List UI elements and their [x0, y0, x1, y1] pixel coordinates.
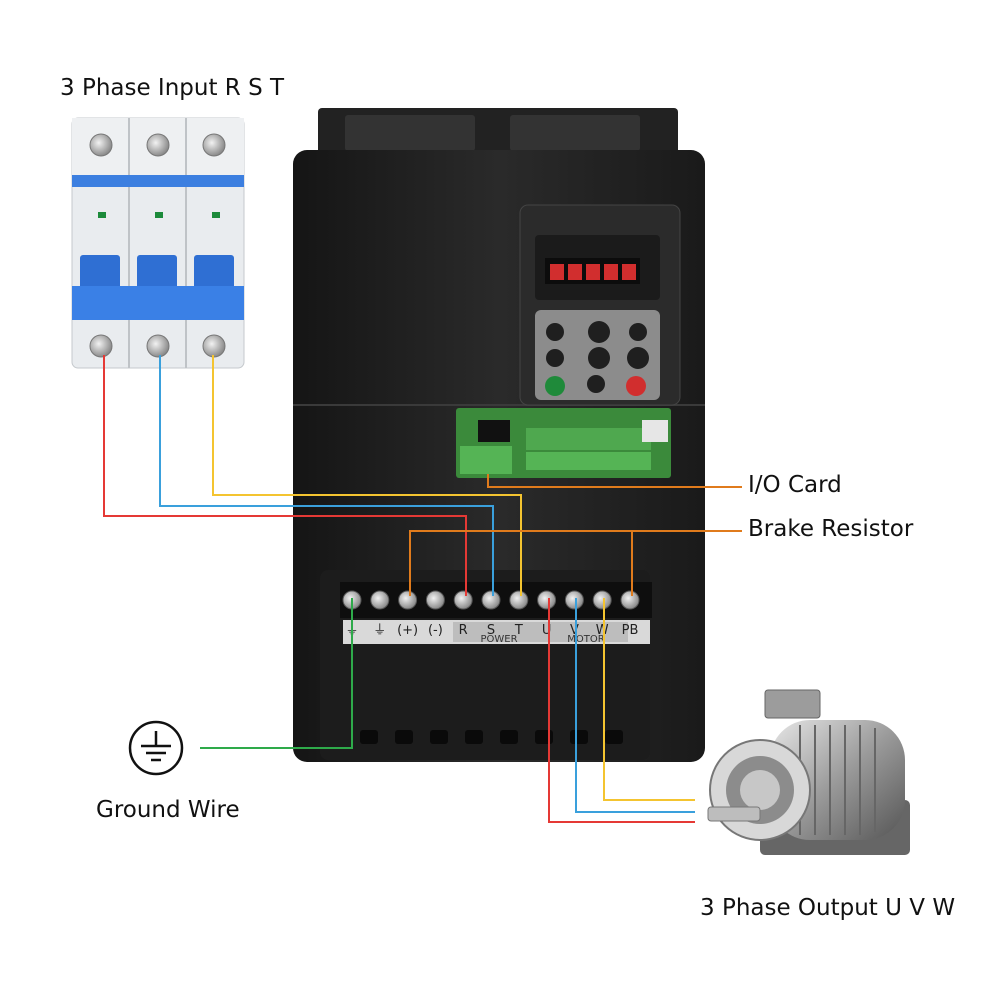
- terminal-screw: [425, 590, 445, 610]
- terminal-label: (+): [397, 623, 418, 638]
- terminal-label: PB: [622, 623, 639, 638]
- terminal-label: W: [596, 623, 609, 638]
- terminal-label: ⏚: [373, 623, 386, 638]
- terminal-screw: [398, 590, 418, 610]
- motor-group-label: MOTOR: [567, 634, 604, 645]
- terminal-screw: [620, 590, 640, 610]
- terminal-screw: [509, 590, 529, 610]
- terminal-label: R: [459, 623, 468, 638]
- brake-resistor-label: Brake Resistor: [748, 516, 914, 542]
- terminal-screw: [370, 590, 390, 610]
- terminal-label: U: [542, 623, 552, 638]
- terminal-screw: [564, 590, 584, 610]
- terminal-screw: [453, 590, 473, 610]
- wires: [103, 355, 742, 823]
- terminal-label: V: [570, 623, 579, 638]
- terminal-screw: [537, 590, 557, 610]
- io-card-label: I/O Card: [748, 472, 842, 498]
- ground-symbol-icon: [128, 720, 184, 776]
- output-label: 3 Phase Output U V W: [700, 895, 956, 921]
- terminal-label: S: [487, 623, 495, 638]
- breaker-icon: [71, 117, 245, 369]
- input-label: 3 Phase Input R S T: [60, 75, 285, 101]
- terminal-screw: [481, 590, 501, 610]
- terminal-label: T: [514, 623, 523, 638]
- io-card: [456, 408, 671, 478]
- power-group-label: POWER: [480, 634, 517, 645]
- keypad-icon: [519, 204, 681, 406]
- ground-wire-label: Ground Wire: [96, 797, 240, 823]
- motor-icon: [707, 689, 910, 855]
- terminal-label: (-): [428, 623, 443, 638]
- terminal-screw: [592, 590, 612, 610]
